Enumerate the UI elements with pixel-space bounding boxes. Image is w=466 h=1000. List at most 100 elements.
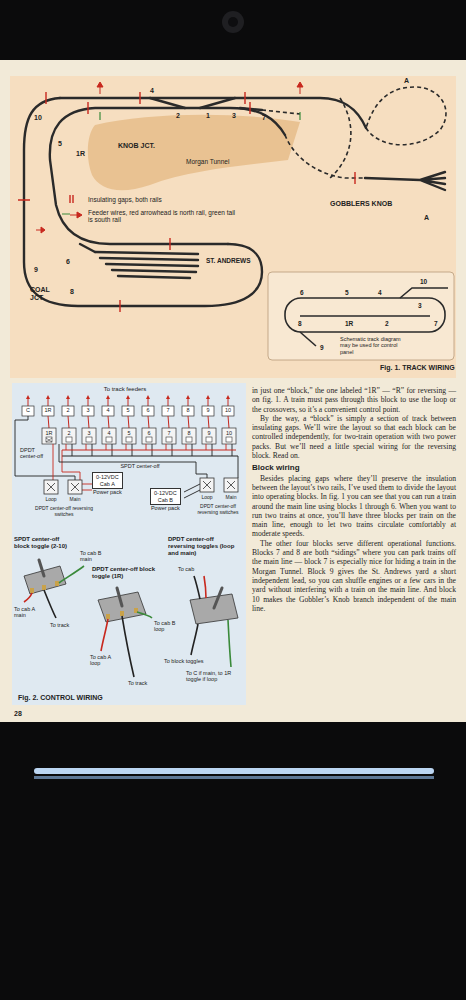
magazine-page — [0, 60, 466, 722]
power-pack-box: 0-12VDCCab APower pack — [92, 472, 123, 489]
figure-label: 1 — [206, 112, 210, 120]
figure-label: To cab B loop — [154, 620, 186, 633]
wire-stroke — [182, 406, 194, 416]
wire-stroke — [22, 406, 34, 416]
figure-label: 2 — [67, 430, 70, 436]
track-wiring-figure — [77, 212, 82, 218]
body-paragraph: in just one “block,” the one labeled “1R… — [252, 386, 456, 414]
wire-stroke — [226, 437, 232, 442]
wire-stroke — [206, 395, 210, 399]
wire-stroke — [42, 406, 54, 416]
wire-stroke — [228, 398, 229, 406]
magazine-page — [0, 60, 466, 722]
figure-label: SPDT center-off — [118, 463, 161, 469]
track-wiring-figure — [41, 227, 45, 233]
figure-label: 8 — [186, 407, 189, 413]
dpdt-reversing-toggle — [204, 576, 206, 598]
figure-label: 9 — [207, 430, 210, 436]
wire-stroke — [82, 406, 94, 416]
figure-label: 1R — [45, 430, 52, 436]
dpdt-reversing-toggle — [190, 576, 238, 667]
figure-label: 1R — [345, 320, 353, 327]
figure-label: 3 — [418, 302, 422, 309]
wire-stroke — [28, 398, 29, 406]
figure-label: 7 — [434, 320, 438, 327]
wire-stroke — [106, 437, 112, 442]
wire-stroke — [142, 406, 154, 416]
tablet-frame — [228, 17, 238, 27]
track-wiring-figure — [60, 98, 366, 128]
figure-label: DPDT center-off reversing toggles (loop … — [168, 536, 242, 557]
track-wiring-figure — [262, 87, 446, 178]
wire-stroke — [68, 416, 69, 428]
wire-stroke — [162, 428, 176, 444]
figure-label: 3 — [232, 112, 236, 120]
figure-label: 1R — [76, 150, 85, 158]
figure-label: To cab A main — [14, 606, 42, 619]
tablet-frame — [34, 768, 434, 774]
track-wiring-figure — [300, 315, 430, 317]
wire-stroke — [162, 406, 174, 416]
spdt-toggle — [30, 588, 34, 593]
figure-label: 3 — [86, 407, 89, 413]
wire-stroke — [82, 428, 96, 444]
spdt-toggle — [42, 585, 46, 590]
dpdt-reversing-toggle — [194, 576, 200, 599]
figure-label: To track feeders — [104, 386, 147, 393]
wire-stroke — [86, 395, 90, 399]
power-pack-text: 0-12VDC — [154, 490, 177, 497]
track-wiring-figure — [95, 252, 198, 278]
figure-label: Fig. 2. CONTROL WIRING — [18, 694, 103, 702]
wire-stroke — [62, 450, 236, 451]
wire-stroke — [166, 444, 167, 450]
figure-label: 3 — [87, 430, 90, 436]
figure-label: 1R — [44, 407, 51, 413]
dpdt-block-toggle — [137, 612, 152, 618]
figure-label: 28 — [14, 710, 22, 718]
figure-label: 7 — [166, 407, 169, 413]
wire-stroke — [168, 416, 169, 428]
figure-label: 9 — [34, 266, 38, 274]
power-pack-text: Cab A — [96, 481, 119, 488]
figure-label: To block toggles — [164, 658, 203, 664]
figure-caption: Fig. 1. TRACK WIRING — [380, 364, 455, 372]
wire-stroke — [182, 428, 196, 444]
figure-label: Main — [70, 497, 81, 503]
wire-stroke — [228, 416, 229, 428]
power-pack-text: 0-12VDC — [96, 474, 119, 481]
track-wiring-figure — [10, 76, 456, 378]
figure-label: 10 — [226, 430, 232, 436]
track-wiring-figure — [300, 332, 316, 346]
dpdt-block-toggle — [120, 611, 124, 616]
wire-stroke — [188, 398, 189, 406]
figure-label: 10 — [34, 114, 42, 122]
figure-label: 6 — [300, 289, 304, 296]
figure-label: GOBBLERS KNOB — [330, 200, 392, 208]
wire-stroke — [203, 481, 211, 489]
wire-stroke — [200, 478, 214, 492]
figure-label: DPDT center-off — [20, 447, 48, 460]
legend-entry: Feeder wires, red arrowhead is north rai… — [88, 209, 238, 224]
figure-label: COAL JCT. — [30, 286, 58, 302]
track-wiring-figure — [97, 82, 103, 87]
figure-label: 5 — [58, 140, 62, 148]
wire-stroke — [102, 428, 116, 444]
spdt-toggle — [39, 560, 44, 576]
wire-stroke — [226, 444, 227, 450]
figure-label: 6 — [146, 407, 149, 413]
wire-stroke — [146, 444, 147, 450]
wire-stroke — [222, 406, 234, 416]
track-wiring-figure — [50, 108, 285, 244]
dpdt-reversing-toggle — [191, 624, 198, 655]
dpdt-block-toggle — [122, 616, 134, 677]
wire-stroke — [148, 416, 149, 428]
control-wiring-figure — [12, 383, 246, 705]
figure-label: To cab A loop — [90, 654, 120, 667]
wire-stroke — [62, 406, 74, 416]
wire-stroke — [206, 444, 207, 450]
wire-stroke — [224, 478, 238, 492]
wire-stroke — [202, 406, 214, 416]
